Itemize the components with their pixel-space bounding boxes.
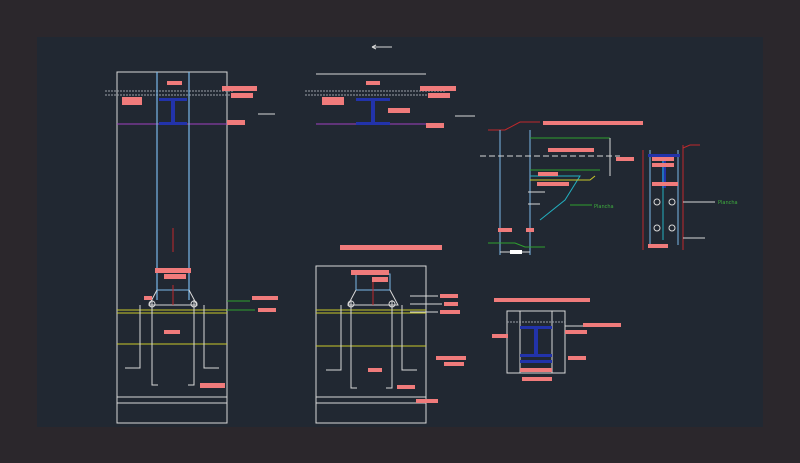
left-frame bbox=[116, 71, 228, 424]
detail-label-2: Plancha bbox=[718, 200, 738, 206]
detail-small bbox=[492, 298, 621, 381]
detail-label-1: Plancha bbox=[594, 204, 614, 210]
elevation-left bbox=[105, 71, 278, 424]
direction-arrow bbox=[371, 44, 392, 50]
drawing-viewport[interactable] bbox=[37, 37, 763, 427]
detail-plate: Plancha bbox=[642, 144, 738, 250]
detail-connection: Plancha bbox=[480, 121, 643, 255]
section-middle-bottom bbox=[315, 245, 466, 424]
section-middle-top bbox=[305, 73, 475, 128]
